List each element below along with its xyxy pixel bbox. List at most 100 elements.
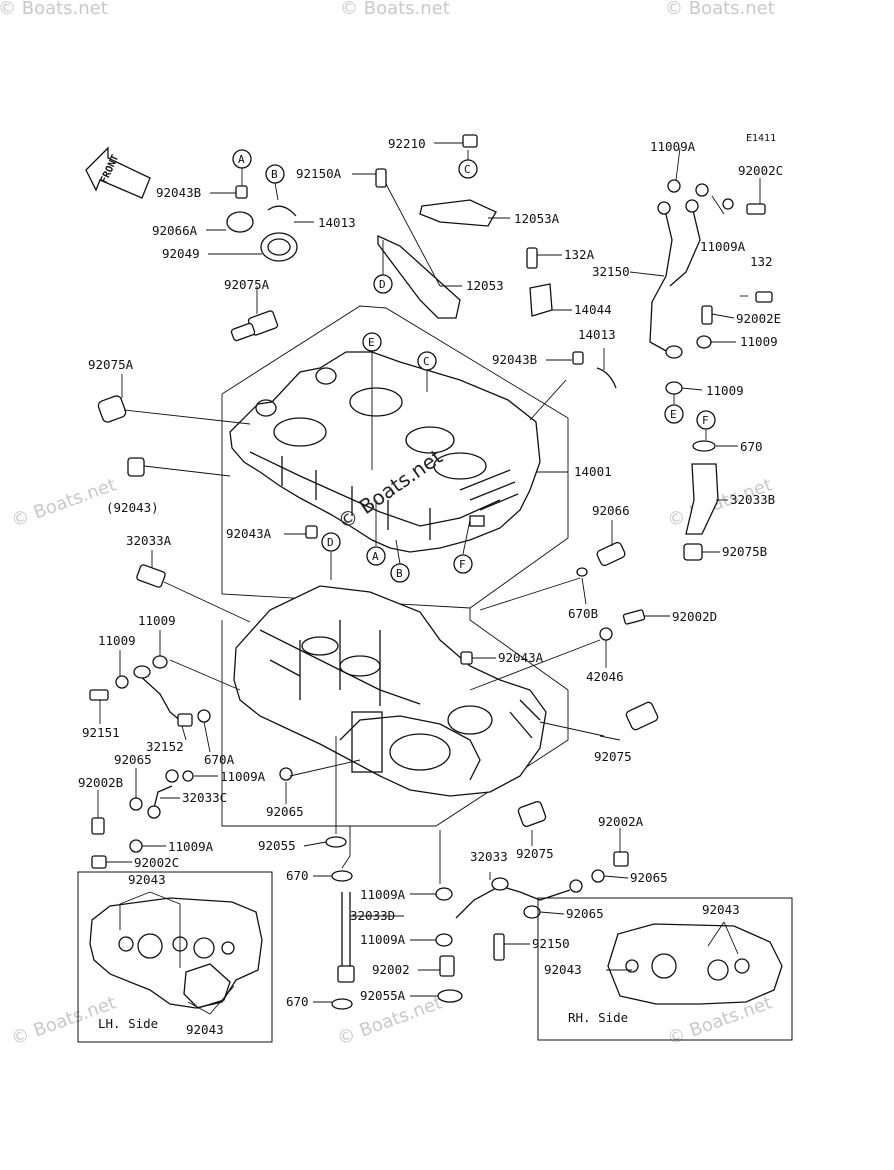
callout-b: B bbox=[265, 164, 285, 184]
part-label: 670B bbox=[568, 606, 598, 621]
part-label: 12053 bbox=[466, 278, 504, 293]
part-label: 92066 bbox=[592, 503, 630, 518]
callout-letter: B bbox=[271, 168, 278, 181]
part-label: 92043B bbox=[156, 185, 201, 200]
watermark: © Boats.net bbox=[340, 0, 450, 19]
part-label: 92151 bbox=[82, 725, 120, 740]
callout-letter: D bbox=[327, 536, 334, 549]
rh-side-inset bbox=[537, 897, 793, 1041]
part-label: 670 bbox=[286, 868, 309, 883]
part-label: 11009A bbox=[360, 887, 406, 902]
upper-crankcase bbox=[229, 351, 541, 553]
part-label: 92150 bbox=[532, 936, 570, 951]
part-label: 92075A bbox=[224, 277, 270, 292]
part-label: 92002C bbox=[134, 855, 179, 870]
small-parts bbox=[97, 134, 617, 588]
front-arrow-icon: FRONT bbox=[85, 146, 151, 199]
part-label: 32033C bbox=[182, 790, 227, 805]
part-label: 32033A bbox=[126, 533, 172, 548]
part-label: 670 bbox=[740, 439, 763, 454]
part-label: 11009 bbox=[98, 633, 136, 648]
part-label: 92043 bbox=[544, 962, 582, 977]
part-label: 92065 bbox=[114, 752, 152, 767]
part-label: 92002D bbox=[672, 609, 717, 624]
part-label: 11009A bbox=[650, 139, 696, 154]
reference-callouts: A B C D E C E F A B F D bbox=[232, 149, 716, 583]
part-label: 92002B bbox=[78, 775, 123, 790]
part-label: 132 bbox=[750, 254, 773, 269]
callout-letter: A bbox=[238, 153, 245, 166]
part-label: 92210 bbox=[388, 136, 426, 151]
part-label: 92043B bbox=[492, 352, 537, 367]
callout-d: D bbox=[373, 274, 393, 294]
watermark: © Boats.net bbox=[9, 474, 119, 531]
callout-letter: B bbox=[396, 567, 403, 580]
callout-letter: A bbox=[372, 550, 379, 563]
oil-pipe-32150 bbox=[460, 179, 773, 665]
part-label: 92049 bbox=[162, 246, 200, 261]
part-label: 32033B bbox=[730, 492, 775, 507]
part-label: 32152 bbox=[146, 739, 184, 754]
callout-f: F bbox=[696, 410, 716, 430]
part-label: 14013 bbox=[318, 215, 356, 230]
part-label: 92043 bbox=[702, 902, 740, 917]
callout-d: D bbox=[321, 532, 341, 552]
callout-e: E bbox=[664, 404, 684, 424]
part-label: 32033D bbox=[350, 908, 395, 923]
part-label: 92043A bbox=[226, 526, 272, 541]
callout-letter: C bbox=[423, 355, 430, 368]
diagram-code: E1411 bbox=[746, 133, 776, 144]
lower-crankcase bbox=[233, 585, 547, 797]
part-label: 92066A bbox=[152, 223, 198, 238]
leader-lines bbox=[97, 142, 761, 1003]
part-label: 11009A bbox=[360, 932, 406, 947]
lower-crankcase-frame bbox=[221, 608, 569, 827]
callout-e: E bbox=[362, 332, 382, 352]
callout-letter: E bbox=[670, 408, 677, 421]
part-label: 670A bbox=[204, 752, 235, 767]
part-label: 92065 bbox=[630, 870, 668, 885]
lh-side-label: LH. Side bbox=[98, 1016, 158, 1031]
part-label: 11009A bbox=[220, 769, 266, 784]
callout-b: B bbox=[390, 563, 410, 583]
part-label: 92002E bbox=[736, 311, 781, 326]
callout-c: C bbox=[417, 351, 437, 371]
part-label: 32033 bbox=[470, 849, 508, 864]
part-label: 92002A bbox=[598, 814, 644, 829]
part-label: 11009A bbox=[168, 839, 214, 854]
callout-letter: E bbox=[368, 336, 375, 349]
part-label: 670 bbox=[286, 994, 309, 1009]
part-label: 11009 bbox=[740, 334, 778, 349]
part-label: (92043) bbox=[106, 500, 159, 515]
part-label: 92043 bbox=[186, 1022, 224, 1037]
part-label: 14044 bbox=[574, 302, 612, 317]
part-label: 92075 bbox=[516, 846, 554, 861]
part-label: 92065 bbox=[566, 906, 604, 921]
watermark: © Boats.net bbox=[0, 0, 108, 19]
part-label: 42046 bbox=[586, 669, 624, 684]
callout-f: F bbox=[453, 554, 473, 574]
part-label: 11009 bbox=[138, 613, 176, 628]
callout-letter: C bbox=[464, 163, 471, 176]
callout-a: A bbox=[232, 149, 252, 169]
part-label: 12053A bbox=[514, 211, 560, 226]
part-label: 92055 bbox=[258, 838, 296, 853]
part-label: 92002C bbox=[738, 163, 783, 178]
part-label: 11009 bbox=[706, 383, 744, 398]
part-label: 132A bbox=[564, 247, 595, 262]
part-label: 92075A bbox=[88, 357, 134, 372]
lh-side-inset bbox=[77, 871, 273, 1043]
callout-a: A bbox=[366, 546, 386, 566]
callout-letter: F bbox=[702, 414, 709, 427]
part-label: 14013 bbox=[578, 327, 616, 342]
part-label: 92055A bbox=[360, 988, 406, 1003]
rh-side-label: RH. Side bbox=[568, 1010, 628, 1025]
part-label: 14001 bbox=[574, 464, 612, 479]
callout-c: C bbox=[458, 159, 478, 179]
lower-oil-pipes bbox=[331, 851, 629, 1010]
part-label: 92065 bbox=[266, 804, 304, 819]
part-label: 92075B bbox=[722, 544, 767, 559]
part-label: 92150A bbox=[296, 166, 342, 181]
